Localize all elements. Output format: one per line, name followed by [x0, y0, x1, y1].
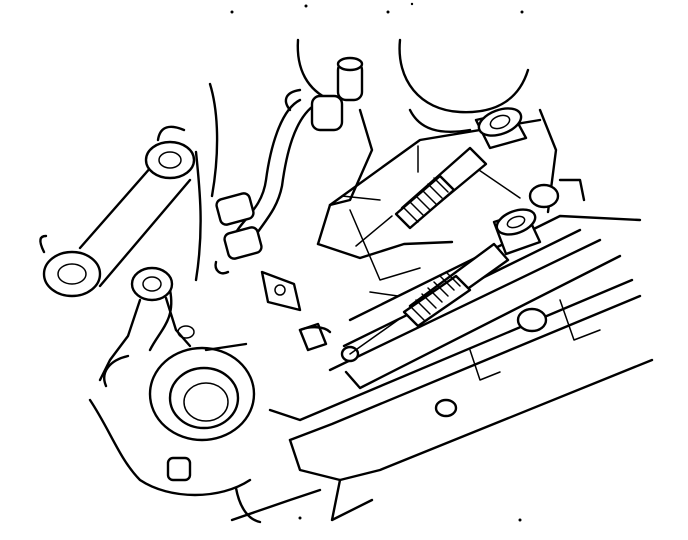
small-bracket [262, 272, 326, 350]
bolt [356, 103, 526, 246]
crank-seal [90, 268, 260, 522]
hose [215, 58, 362, 273]
engine-block [232, 185, 652, 520]
mounting-bracket [40, 84, 217, 350]
bolt [350, 205, 540, 354]
scan-specks [230, 2, 524, 522]
